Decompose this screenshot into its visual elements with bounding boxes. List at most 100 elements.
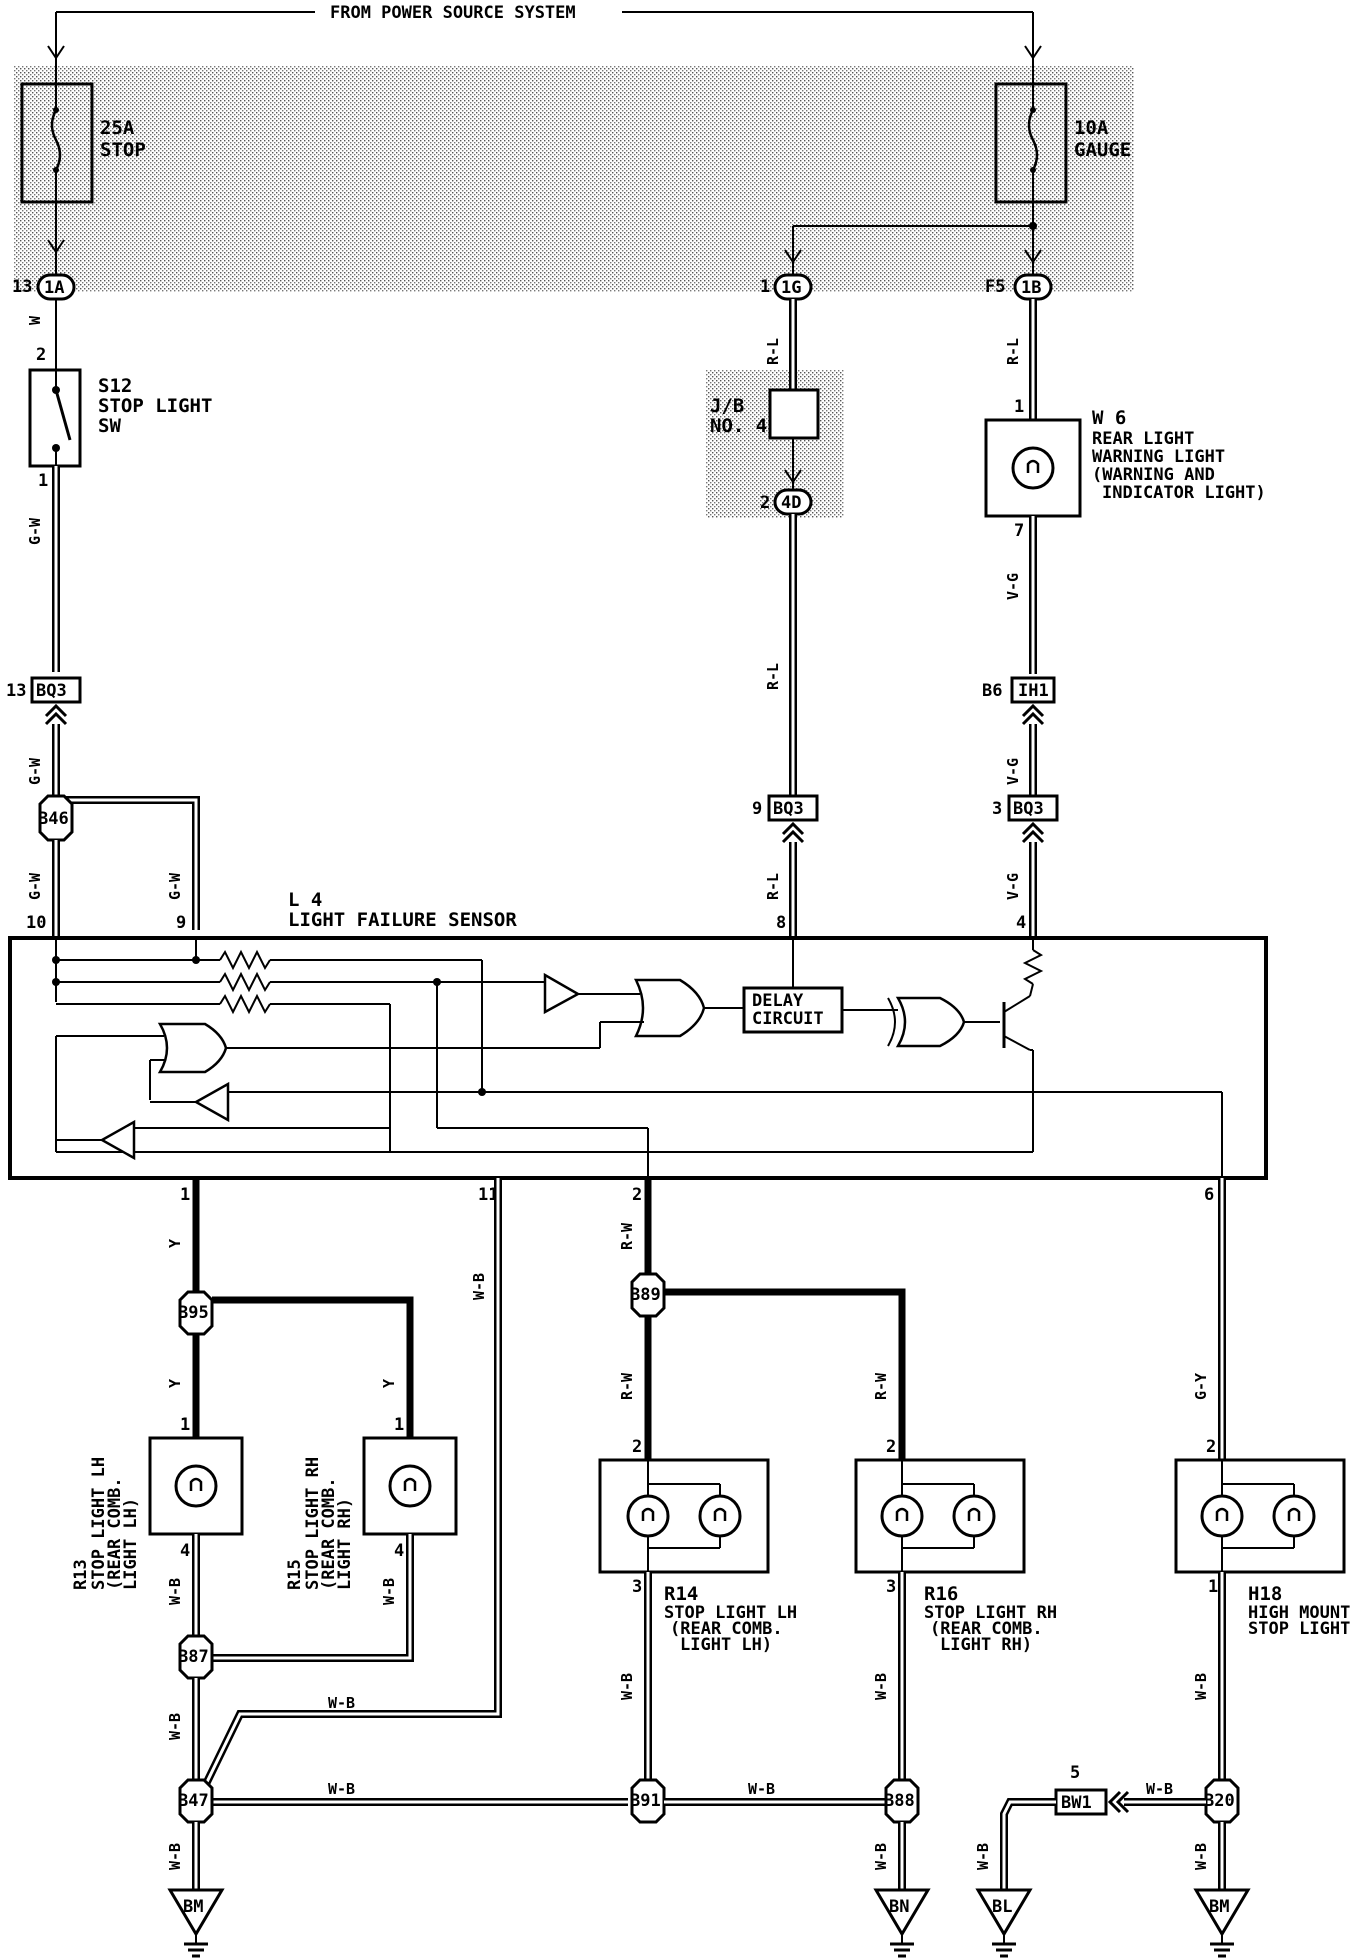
junction-block-no4: J/B NO. 4	[710, 388, 820, 440]
wire-color-wb-10: W-B	[872, 1673, 890, 1700]
connector-1B-pin: F5	[985, 277, 1005, 297]
pin-w6-in: 1	[1014, 397, 1024, 417]
jb-line1: J/B	[710, 395, 744, 417]
wire-color-rl-1: R-L	[764, 338, 782, 365]
wire-color-gw-3: G-W	[26, 872, 44, 900]
ground-bn: BN	[873, 1888, 931, 1958]
stop-light-lh-r14: R14 STOP LIGHT LH (REAR COMB. LIGHT LH)	[598, 1458, 797, 1655]
wire-color-wb-4: W-B	[470, 1273, 488, 1300]
pin-r14-2: 2	[632, 1437, 642, 1457]
bq3-right-code: BQ3	[1013, 799, 1044, 819]
w6-id: W 6	[1092, 407, 1126, 429]
w6-line2: WARNING LIGHT	[1092, 447, 1225, 467]
pin-l4-11: 11	[478, 1185, 498, 1205]
bq3-mid-code: BQ3	[773, 799, 804, 819]
b46-label: B46	[38, 809, 69, 829]
b91-label: B91	[630, 1791, 661, 1811]
connector-bq3-mid: 9 BQ3	[752, 794, 819, 822]
delay-line1: DELAY	[752, 991, 804, 1011]
delay-line2: CIRCUIT	[752, 1009, 824, 1029]
b47-label: B47	[178, 1791, 209, 1811]
b87-label: B87	[178, 1647, 209, 1667]
wire-color-gw-4: G-W	[166, 872, 184, 900]
connector-1G-code: 1G	[781, 278, 801, 298]
connector-4D-code: 4D	[781, 493, 801, 513]
ground-bn-label: BN	[889, 1897, 909, 1917]
r16-line3: LIGHT RH)	[940, 1635, 1032, 1655]
wire-color-rl-4: R-L	[1004, 338, 1022, 365]
wire-color-vg-1: V-G	[1004, 573, 1022, 600]
wire-color-y-2: Y	[166, 1379, 184, 1388]
wire-color-rw-2: R-W	[618, 1372, 636, 1400]
stop-light-rh-r15: R15 STOP LIGHT RH (REAR COMB. LIGHT RH)	[285, 1436, 458, 1590]
wire-color-wb-15: W-B	[974, 1843, 992, 1870]
junction-b47: B47	[178, 1778, 214, 1824]
ih1-pin: B6	[982, 681, 1002, 701]
fuse-gauge: 10A GAUGE	[994, 82, 1131, 204]
wire-color-rw-3: R-W	[872, 1372, 890, 1400]
pin-l4-9: 9	[176, 913, 186, 933]
pin-h18-2: 2	[1206, 1437, 1216, 1457]
power-source-label: FROM POWER SOURCE SYSTEM	[330, 3, 576, 23]
ground-bl: BL	[975, 1888, 1033, 1958]
r16-line2: (REAR COMB.	[930, 1619, 1043, 1639]
r16-id: R16	[924, 1583, 958, 1605]
pin-h18-1: 1	[1208, 1577, 1218, 1597]
wire-color-wb-3: W-B	[166, 1713, 184, 1740]
light-failure-sensor: L 4 LIGHT FAILURE SENSOR DELAY CIRCUIT	[8, 889, 1268, 1180]
r13-line2: (REAR COMB.	[105, 1477, 125, 1590]
bw1-code: BW1	[1061, 1793, 1092, 1813]
connector-4D-pin: 2	[760, 493, 770, 513]
wire-color-wb-6: W-B	[328, 1780, 355, 1798]
wire-color-rl-2: R-L	[764, 663, 782, 690]
pin-w6-out: 7	[1014, 521, 1024, 541]
ground-bm-left-label: BM	[183, 1897, 203, 1917]
wire-color-wb-7: W-B	[166, 1843, 184, 1870]
bq3-right-pin: 3	[992, 799, 1002, 819]
wire-color-wb-9: W-B	[748, 1780, 775, 1798]
connector-1G-pin: 1	[760, 277, 770, 297]
s12-id: S12	[98, 375, 132, 397]
l4-name: LIGHT FAILURE SENSOR	[288, 909, 517, 931]
junction-b46: B46	[38, 794, 200, 930]
wire-color-rl-3: R-L	[764, 873, 782, 900]
fuse-stop-name: STOP	[100, 139, 146, 161]
r13-line1: STOP LIGHT LH	[89, 1457, 109, 1590]
pin-l4-2: 2	[632, 1185, 642, 1205]
junction-b20: B20	[1204, 1778, 1240, 1824]
wire-color-wb-8: W-B	[618, 1673, 636, 1700]
r15-line1: STOP LIGHT RH	[303, 1457, 323, 1590]
junction-b88: B88	[884, 1778, 920, 1824]
wire-color-w: W	[26, 315, 44, 325]
pin-r13-1: 1	[180, 1415, 190, 1435]
junction-b89: B89	[630, 1272, 666, 1318]
connector-ih1: B6 IH1	[982, 676, 1056, 704]
wire-color-wb-2: W-B	[380, 1578, 398, 1605]
l4-id: L 4	[288, 889, 322, 911]
power-source-header: FROM POWER SOURCE SYSTEM	[47, 3, 1042, 84]
connector-4D: 2 4D	[760, 488, 813, 516]
fuse-gauge-name: GAUGE	[1074, 139, 1131, 161]
pin-r16-2: 2	[886, 1437, 896, 1457]
wire-color-rw-1: R-W	[618, 1222, 636, 1250]
pin-l4-6: 6	[1204, 1185, 1214, 1205]
pin-l4-1: 1	[180, 1185, 190, 1205]
s12-line1: STOP LIGHT	[98, 395, 212, 417]
w6-line3: (WARNING AND	[1092, 465, 1215, 485]
connector-1B-code: 1B	[1021, 278, 1041, 298]
connector-1G: 1 1G	[760, 273, 813, 301]
r16-line1: STOP LIGHT RH	[924, 1603, 1057, 1623]
stop-light-rh-r16: R16 STOP LIGHT RH (REAR COMB. LIGHT RH)	[854, 1458, 1057, 1655]
r14-line3: LIGHT LH)	[680, 1635, 772, 1655]
wire-color-wb-5: W-B	[328, 1694, 355, 1712]
stop-light-switch: S12 STOP LIGHT SW	[28, 368, 212, 468]
h18-id: H18	[1248, 1583, 1282, 1605]
junction-b87: B87	[178, 1634, 214, 1680]
connector-1A-code: 1A	[44, 278, 64, 298]
pin-s12-in: 2	[36, 345, 46, 365]
jb-line2: NO. 4	[710, 415, 767, 437]
pin-l4-10: 10	[26, 913, 46, 933]
bw1-pin: 5	[1070, 1763, 1080, 1783]
pin-r15-4: 4	[394, 1541, 404, 1561]
